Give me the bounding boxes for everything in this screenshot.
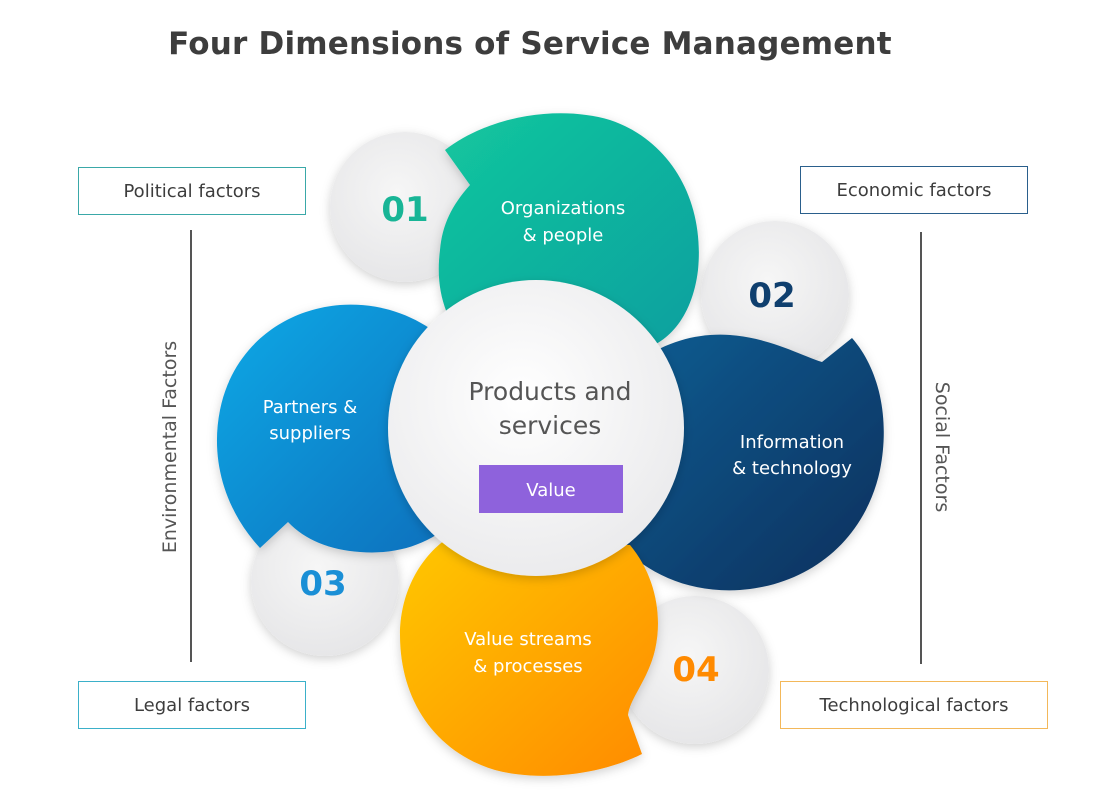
- legal-factors-box: Legal factors: [78, 681, 306, 729]
- page-title: Four Dimensions of Service Management: [168, 26, 892, 62]
- economic-factors-box: Economic factors: [800, 166, 1028, 214]
- technological-factors-label: Technological factors: [819, 694, 1009, 716]
- dimension-number-03: 03: [299, 564, 346, 604]
- petal-value-streams: [400, 540, 658, 776]
- right-divider-line: [920, 232, 922, 664]
- dimension-label-line1-04: Value streams: [464, 629, 592, 650]
- bubble-04: [621, 596, 769, 744]
- dimension-number-02: 02: [748, 276, 795, 316]
- dimension-label-line2-04: & processes: [473, 656, 582, 677]
- bubble-02: [701, 221, 849, 369]
- dimension-label-line1-01: Organizations: [501, 198, 625, 219]
- dimension-number-01: 01: [381, 190, 428, 230]
- petal-information: [620, 334, 884, 591]
- dimension-number-04: 04: [672, 650, 719, 690]
- value-label: Value: [526, 480, 575, 501]
- dimension-label-line2-02: & technology: [732, 458, 852, 479]
- dimension-label-line1-03: Partners &: [263, 397, 358, 418]
- dimension-label-line2-03: suppliers: [269, 423, 351, 444]
- dimension-label-line1-02: Information: [740, 432, 844, 453]
- petal-partners: [216, 304, 455, 553]
- legal-factors-label: Legal factors: [133, 694, 251, 716]
- center-title-line2: services: [499, 411, 602, 440]
- political-factors-box: Political factors: [78, 167, 306, 215]
- technological-factors-box: Technological factors: [780, 681, 1048, 729]
- value-badge: [479, 465, 623, 513]
- dimension-label-line2-01: & people: [523, 225, 604, 246]
- political-factors-label: Political factors: [123, 180, 261, 202]
- left-divider-line: [190, 230, 192, 662]
- economic-factors-label: Economic factors: [836, 179, 992, 201]
- center-title-line1: Products and: [469, 377, 632, 406]
